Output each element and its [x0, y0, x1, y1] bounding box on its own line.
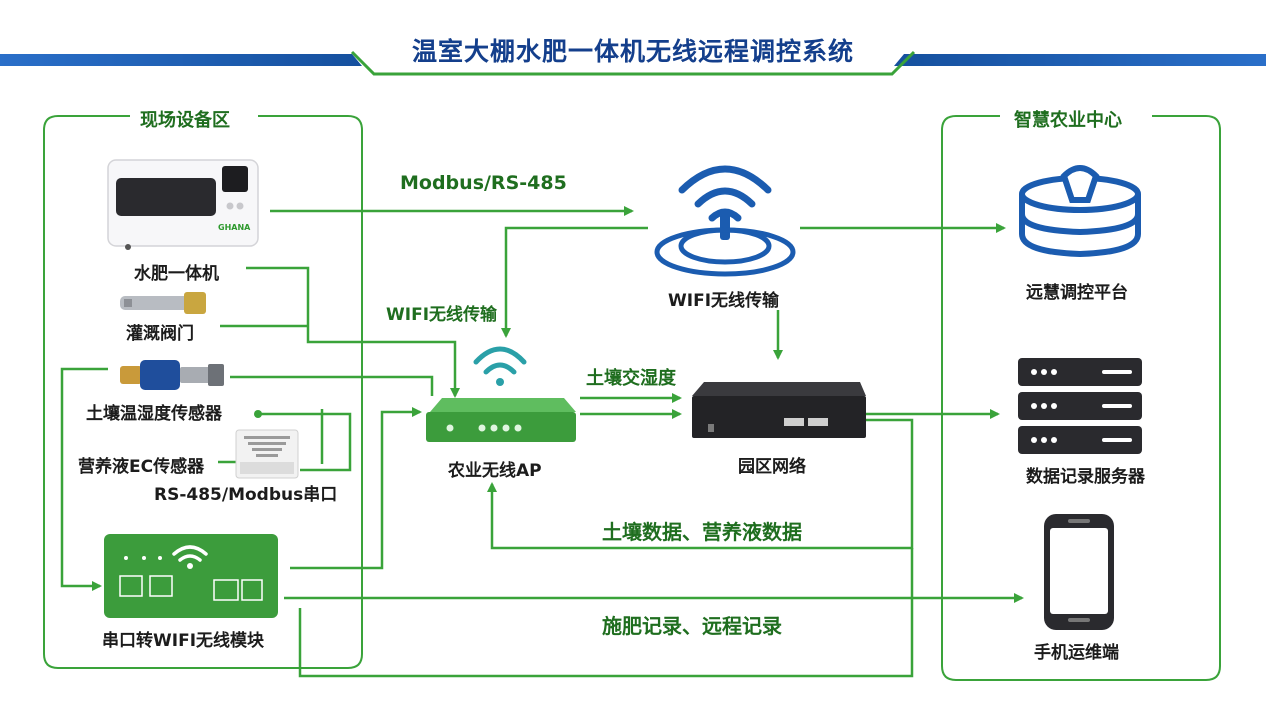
wifi-icon [473, 346, 527, 375]
zone-center-title: 智慧农业中心 [1004, 106, 1132, 132]
router-icon [692, 382, 866, 438]
phone-icon [1044, 514, 1114, 630]
valve-label: 灌溉阀门 [126, 324, 194, 344]
flow-modbus-label: Modbus/RS-485 [400, 172, 567, 194]
flow-wifi-label: WIFI无线传输 [386, 305, 498, 325]
platform-label: 远慧调控平台 [1026, 283, 1128, 303]
zone-center-box [941, 115, 1221, 681]
serial-bus-label: RS-485/Modbus串口 [154, 485, 338, 505]
soil-sensor-label: 土壤温湿度传感器 [86, 404, 222, 424]
connection-lines [60, 206, 1024, 678]
fertigation-machine [107, 159, 259, 250]
server-label: 数据记录服务器 [1026, 467, 1145, 487]
flow-ec-bus-line [258, 412, 352, 472]
wifi-tower-label: WIFI无线传输 [668, 291, 780, 311]
flow-soil-ap-line [230, 375, 434, 396]
soil-sensor-icon [120, 360, 224, 390]
ap-device [426, 346, 576, 442]
wifi-module-device [104, 534, 278, 618]
flow-data-label: 土壤数据、营养液数据 [602, 520, 802, 544]
page-title: 温室大棚水肥一体机无线远程调控系统 [411, 37, 854, 66]
flow-tower-ap-line [501, 226, 648, 338]
valve-icon [120, 292, 206, 314]
phone-label: 手机运维端 [1034, 643, 1119, 663]
flow-records-label: 施肥记录、远程记录 [602, 614, 782, 638]
flow-soil-module-line [60, 367, 108, 591]
zone-field-title: 现场设备区 [130, 106, 240, 132]
server-icon [1018, 358, 1142, 454]
ec-sensor-label: 营养液EC传感器 [78, 457, 205, 477]
wifi-module-label: 串口转WIFI无线模块 [102, 631, 265, 651]
fertigation-brand-logo: GHANA [218, 223, 251, 232]
flow-fertigation-ap-line [246, 266, 460, 398]
ap-label: 农业无线AP [448, 461, 542, 481]
ec-sensor-icon [235, 410, 299, 479]
zone-field-box [43, 115, 363, 669]
header-banner [0, 50, 1266, 76]
flow-soil-label: 土壤交湿度 [586, 368, 676, 389]
wifi-icon [172, 545, 208, 562]
flow-module-ap-line [290, 407, 422, 570]
router-label: 园区网络 [738, 457, 806, 477]
database-icon [1019, 165, 1141, 258]
wifi-tower-icon [654, 165, 796, 277]
fertigation-label: 水肥一体机 [134, 264, 219, 284]
